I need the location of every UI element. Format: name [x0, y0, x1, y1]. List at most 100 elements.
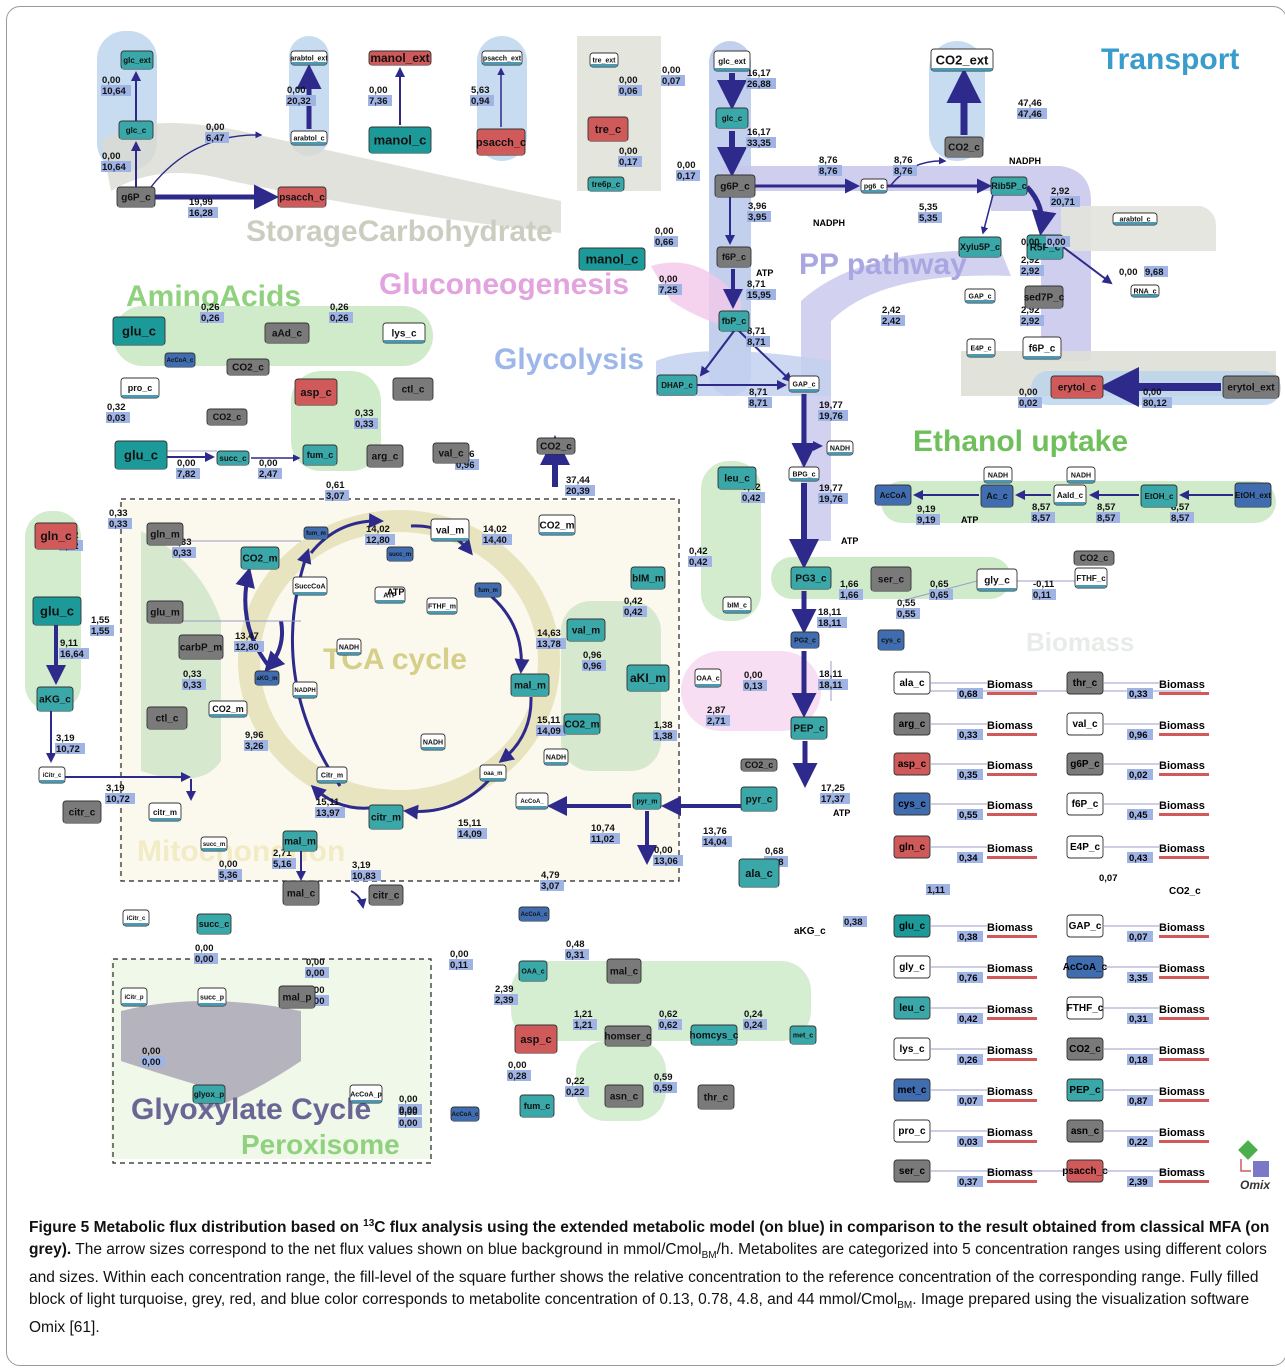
akg-extra: aKG_c: [794, 926, 826, 937]
metabolite-bar: [545, 762, 567, 765]
metabolite-glu_c_a: glu_c: [112, 316, 166, 346]
metabolite-label: glu_m: [150, 608, 180, 619]
metabolite-CO2_c_b: CO2_c: [226, 358, 270, 376]
metabolite-label: tre_ext: [593, 57, 617, 64]
flux-classical: 0,00: [142, 1046, 161, 1057]
flux-mfa: 5,36: [219, 870, 238, 881]
flux-mfa-bg: [1096, 512, 1120, 523]
biomass-val-bg: [957, 1095, 983, 1106]
metabolite-asp_c_a: asp_c: [294, 378, 338, 406]
metabolite-label: arg_c: [372, 452, 399, 463]
flux-mfa: 2,71: [707, 716, 726, 727]
biomass-val-bg: [957, 1136, 983, 1147]
metabolite-label: aKI_m: [630, 671, 666, 685]
biomass-val: 0,03: [959, 1137, 978, 1148]
metabolite-label: glu_c: [122, 324, 156, 339]
metabolite-EtOH_c: EtOH_c: [1140, 484, 1178, 508]
biomass-met: met_c: [898, 1085, 927, 1096]
metabolite-fum_m_a: fum_m: [303, 526, 329, 540]
flux-mfa: 0,06: [619, 86, 638, 97]
flux-mfa-bg: [457, 828, 487, 839]
flux-label: 8,718,71: [746, 326, 770, 348]
metabolite-bar: [589, 188, 623, 191]
metabolite-fbP_c: fbP_c: [718, 310, 750, 332]
metabolite-bar: [742, 808, 776, 811]
reaction-edge: [1025, 185, 1057, 236]
biomass-bar: [987, 856, 1037, 859]
flux-label: 4,793,07: [540, 870, 564, 892]
metabolite-label: CO2_c: [540, 442, 572, 453]
biomass-val: 0,42: [959, 1014, 978, 1025]
e4p-extra-val: 0,07: [1099, 873, 1118, 884]
metabolite-bar: [34, 622, 80, 625]
flux-mfa-bg: [893, 165, 917, 176]
logo-green-diamond: [1238, 1140, 1258, 1160]
metabolite-bar: [1224, 395, 1278, 398]
flux-mfa: 0,03: [107, 413, 126, 424]
metabolite-lys_c: lys_c: [382, 322, 426, 344]
metabolite-bar: [242, 566, 278, 569]
flux-classical: 2,71: [273, 848, 292, 859]
metabolite-label: iCitr_c: [43, 773, 62, 779]
metabolite-bar: [792, 645, 818, 648]
flux-mfa-bg: [188, 207, 218, 218]
flux-mfa-bg: [818, 410, 848, 421]
biomass-label: Biomass: [987, 843, 1033, 855]
metabolite-label: succ_p: [200, 994, 224, 1001]
flux-mfa: 0,00: [306, 968, 325, 979]
biomass-met: val_c: [1072, 719, 1097, 730]
nadph-1: NADPH: [1009, 156, 1041, 166]
flux-label: 8,768,76: [893, 155, 917, 177]
single-value: 9,68: [1145, 267, 1164, 278]
metabolite-ala_c_a: ala_c: [738, 858, 780, 888]
metabolite-label: Ac_c: [986, 491, 1008, 501]
flux-label: -0,110,11: [1032, 579, 1056, 601]
metabolite-NADPH_a: NADPH: [292, 681, 318, 699]
flux-label: 0,420,42: [623, 596, 647, 618]
flux-mfa-bg: [1032, 589, 1056, 600]
flux-classical: 16,17: [747, 127, 771, 138]
flux-classical: 37,44: [566, 475, 590, 486]
flux-classical: 15,11: [316, 797, 340, 808]
metabolite-label: CO2_c: [232, 363, 264, 374]
metabolite-label: oaa_m: [483, 771, 502, 777]
metabolite-bar: [520, 918, 548, 921]
metabolite-bar: [148, 542, 182, 545]
metabolite-leu_c_a: leu_c: [717, 466, 757, 490]
flux-label: 0,000,17: [618, 146, 642, 168]
flux-mfa-bg: [105, 793, 135, 804]
metabolite-bar: [658, 392, 696, 395]
flux-mfa: 0,28: [508, 1071, 527, 1082]
metabolite-PG2_c: PG2_c: [790, 631, 820, 649]
flux-mfa: 0,33: [173, 548, 192, 559]
metabolite-arabtol_c_a: arabtol_c: [290, 130, 328, 146]
metabolite-label: NADPH: [294, 688, 315, 694]
biomass-val: 2,39: [1129, 1177, 1148, 1188]
metabolite-bar: [790, 389, 818, 392]
flux-mfa-bg: [916, 514, 940, 525]
metabolite-tre_ext: tre_ext: [589, 52, 619, 68]
flux-mfa: 0,11: [450, 960, 469, 971]
flux-classical: 0,42: [689, 546, 708, 557]
flux-label: 1,211,21: [573, 1009, 597, 1031]
metabolite-label: arabtol_ext: [290, 55, 328, 62]
metabolite-label: fum_m: [306, 531, 326, 537]
metabolite-OAA_c_b: OAA_c: [518, 960, 548, 982]
flux-classical: 8,57: [1171, 502, 1190, 513]
flux-mfa: 10,64: [102, 162, 126, 173]
flux-mfa-bg: [176, 468, 200, 479]
metabolite-label: pg6_c: [864, 183, 884, 190]
flux-mfa-bg: [565, 485, 595, 496]
figure-caption: Figure 5 Metabolic flux distribution bas…: [29, 1213, 1274, 1339]
flux-mfa-bg: [653, 1082, 677, 1093]
metabolite-bar: [606, 1043, 650, 1046]
